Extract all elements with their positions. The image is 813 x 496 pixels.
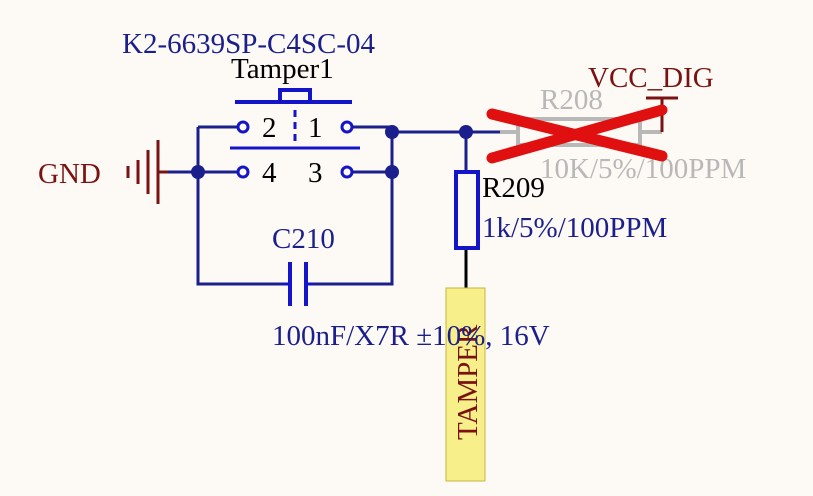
wires bbox=[168, 125, 500, 288]
r208-designator: R208 bbox=[540, 84, 603, 116]
vcc-power-port[interactable]: VCC_DIG bbox=[588, 62, 714, 132]
gnd-label: GND bbox=[38, 158, 101, 190]
switch-contact-3 bbox=[340, 165, 354, 179]
r209-value: 1k/5%/100PPM bbox=[482, 212, 667, 244]
dnp-cross-stroke-2 bbox=[486, 104, 668, 164]
junctions bbox=[191, 125, 473, 179]
cap-designator: C210 bbox=[272, 223, 335, 255]
switch-designator: Tamper1 bbox=[231, 53, 334, 85]
net-label-text: TAMPER bbox=[452, 324, 484, 440]
switch-pin-label-3: 3 bbox=[308, 157, 323, 189]
switch-pin-label-4: 4 bbox=[262, 157, 277, 189]
cap-value: 100nF/X7R ±10%, 16V bbox=[272, 320, 550, 352]
dnp-cross bbox=[486, 104, 668, 164]
resistor-r209[interactable]: R209 1k/5%/100PPM bbox=[454, 170, 667, 250]
junction-right-top bbox=[385, 125, 399, 139]
capacitor-c210[interactable]: C210 bbox=[272, 223, 335, 306]
tamper-net-label[interactable]: TAMPER bbox=[445, 287, 486, 482]
r209-body bbox=[454, 170, 480, 250]
junction-r209 bbox=[459, 125, 473, 139]
switch-contact-4 bbox=[236, 165, 250, 179]
vcc-label: VCC_DIG bbox=[588, 62, 714, 94]
switch-part-number: K2-6639SP-C4SC-04 bbox=[122, 28, 375, 60]
tamper-switch[interactable]: K2-6639SP-C4SC-04 Tamper1 2 1 4 3 bbox=[122, 28, 375, 189]
junction-left bbox=[191, 165, 205, 179]
switch-actuator bbox=[235, 88, 352, 104]
resistor-r208-dnp[interactable]: R208 10K/5%/100PPM bbox=[500, 84, 746, 185]
gnd-symbol[interactable]: GND bbox=[38, 140, 168, 204]
r208-value: 10K/5%/100PPM bbox=[540, 153, 746, 185]
net-label-box bbox=[445, 287, 486, 482]
junction-right-mid bbox=[385, 165, 399, 179]
wire-right-bus bbox=[313, 125, 394, 286]
switch-contact-2 bbox=[236, 120, 250, 134]
wire-left-bus bbox=[196, 127, 283, 286]
r209-designator: R209 bbox=[482, 172, 545, 204]
switch-pin-label-2: 2 bbox=[262, 112, 277, 144]
switch-pin-label-1: 1 bbox=[308, 112, 323, 144]
switch-contact-1 bbox=[340, 120, 354, 134]
